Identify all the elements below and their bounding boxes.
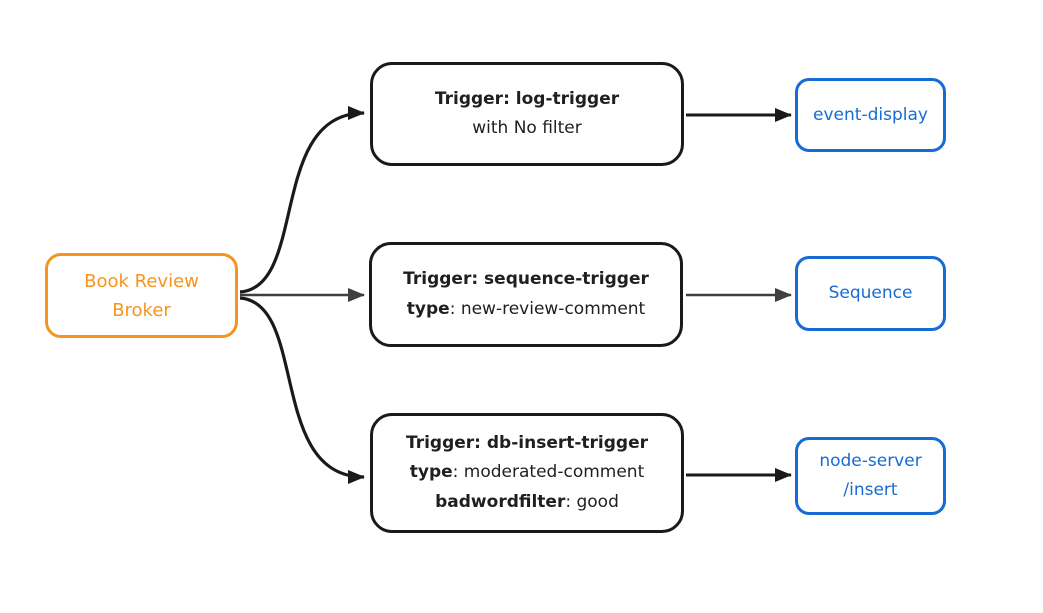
log-trigger-subtitle: with No filter (472, 118, 582, 138)
broker-label-line2: Broker (112, 299, 171, 321)
event-display-node: event-display (795, 78, 946, 152)
broker-label-line1: Book Review (84, 270, 199, 292)
db-insert-trigger-attr2: badwordfilter: good (435, 488, 619, 518)
node-server-insert-node: node-server /insert (795, 437, 946, 515)
log-trigger-title: Trigger: log-trigger (434, 88, 620, 109)
sequence-trigger-node: Trigger: sequence-trigger type: new-revi… (369, 242, 683, 347)
db-insert-trigger-attr1-key: type (409, 462, 453, 483)
sequence-node: Sequence (795, 256, 946, 331)
db-insert-trigger-node: Trigger: db-insert-trigger type: moderat… (370, 413, 684, 533)
sequence-label: Sequence (828, 283, 913, 303)
node-server-label-line1: node-server (819, 451, 922, 471)
db-insert-trigger-attr1-value: : moderated-comment (452, 462, 645, 483)
sequence-trigger-attr: type: new-review-comment (407, 295, 645, 325)
db-insert-trigger-attr2-value: : good (565, 491, 619, 512)
log-trigger-node: Trigger: log-trigger with No filter (370, 62, 684, 166)
broker-node: Book Review Broker (45, 253, 238, 338)
node-server-label-line2: /insert (843, 480, 898, 500)
db-insert-trigger-title: Trigger: db-insert-trigger (405, 432, 649, 453)
event-display-label: event-display (813, 104, 928, 125)
db-insert-trigger-attr1: type: moderated-comment (410, 458, 645, 488)
arrow-broker-to-log-trigger (239, 106, 365, 294)
db-insert-trigger-attr2-key: badwordfilter (435, 491, 566, 512)
sequence-trigger-attr-value: : new-review-comment (449, 298, 646, 319)
arrow-broker-to-db-insert-trigger (239, 296, 365, 484)
sequence-trigger-title: Trigger: sequence-trigger (403, 269, 649, 289)
sequence-trigger-attr-key: type (406, 298, 450, 319)
